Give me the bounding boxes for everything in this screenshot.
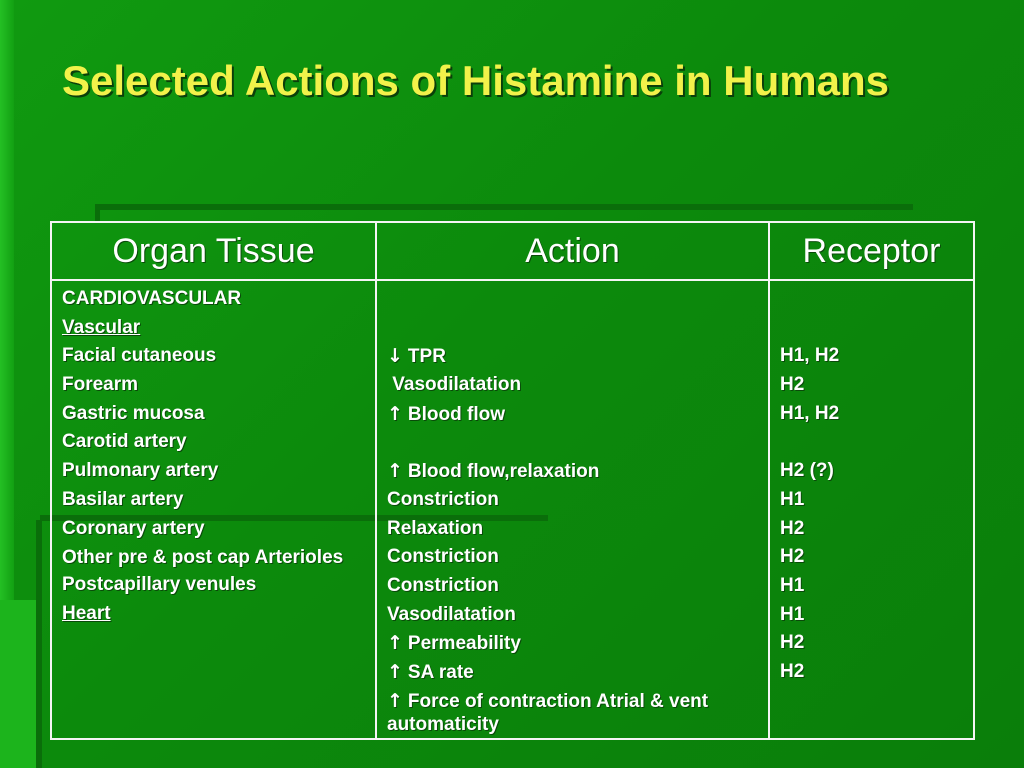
decorative-bar-vertical bbox=[95, 204, 100, 222]
receptor-item: H2 bbox=[780, 374, 805, 396]
organ-item: Forearm bbox=[62, 374, 139, 396]
organ-subcategory-vascular: Vascular bbox=[62, 316, 141, 338]
action-item: ↓TPR bbox=[387, 345, 446, 368]
arrow-down-icon: ↓ bbox=[387, 345, 403, 368]
arrow-up-icon: ↑ bbox=[387, 660, 403, 683]
action-item: Constriction bbox=[387, 488, 499, 510]
histamine-actions-table: Organ Tissue Action Receptor CARDIOVASCU… bbox=[50, 221, 975, 740]
organ-item: Pulmonary artery bbox=[62, 460, 219, 482]
corner-decoration bbox=[0, 600, 40, 768]
action-item: Vasodilatation bbox=[392, 374, 522, 396]
receptor-blank bbox=[780, 314, 963, 343]
action-blank bbox=[387, 428, 758, 457]
action-item: Relaxation bbox=[387, 517, 484, 539]
organ-item: Basilar artery bbox=[62, 488, 184, 510]
action-item: ↑Blood flow,relaxation bbox=[387, 460, 600, 483]
action-item: ↑Blood flow bbox=[387, 402, 506, 425]
organ-item: Postcapillary venules bbox=[62, 574, 257, 596]
organ-item: Coronary artery bbox=[62, 517, 205, 539]
receptor-item: H2 bbox=[780, 660, 805, 682]
table-row: CARDIOVASCULAR Vascular Facial cutaneous… bbox=[50, 279, 975, 740]
organ-subcategory-heart: Heart bbox=[62, 602, 111, 624]
receptor-item: H1, H2 bbox=[780, 402, 840, 424]
action-item: ↑SA rate bbox=[387, 660, 474, 683]
receptor-cell: H1, H2 H2 H1, H2 H2 (?) H1 H2 H2 H1 H1 H… bbox=[768, 279, 975, 740]
decorative-bar-top bbox=[95, 204, 913, 210]
organ-item: Carotid artery bbox=[62, 431, 187, 453]
receptor-blank bbox=[780, 428, 963, 457]
organ-item: Other pre & post cap Arterioles bbox=[62, 547, 344, 569]
receptor-item: H2 bbox=[780, 517, 805, 539]
action-item: ↑Force of contraction Atrial & vent auto… bbox=[387, 689, 709, 735]
header-action: Action bbox=[375, 221, 770, 281]
left-edge-decoration bbox=[0, 0, 14, 768]
action-item: Vasodilatation bbox=[387, 603, 516, 625]
table-header-row: Organ Tissue Action Receptor bbox=[50, 221, 975, 281]
action-cell: ↓TPR Vasodilatation ↑Blood flow ↑Blood f… bbox=[375, 279, 770, 740]
receptor-item: H2 bbox=[780, 632, 805, 654]
receptor-item: H1 bbox=[780, 603, 805, 625]
receptor-item: H1 bbox=[780, 574, 805, 596]
header-organ-tissue: Organ Tissue bbox=[50, 221, 377, 281]
receptor-item: H2 (?) bbox=[780, 460, 834, 482]
receptor-item: H1 bbox=[780, 488, 805, 510]
action-item: Constriction bbox=[387, 546, 499, 568]
organ-item: Gastric mucosa bbox=[62, 402, 205, 424]
decorative-bar-left bbox=[36, 520, 42, 768]
action-blank bbox=[387, 314, 758, 343]
receptor-blank bbox=[780, 285, 963, 314]
receptor-item: H1, H2 bbox=[780, 345, 840, 367]
arrow-up-icon: ↑ bbox=[387, 402, 403, 425]
arrow-up-icon: ↑ bbox=[387, 632, 403, 655]
organ-category: CARDIOVASCULAR bbox=[62, 288, 242, 309]
action-blank bbox=[387, 285, 758, 314]
action-item: Constriction bbox=[387, 574, 499, 596]
slide-title: Selected Actions of Histamine in Humans bbox=[62, 57, 889, 104]
organ-item: Facial cutaneous bbox=[62, 345, 217, 367]
arrow-up-icon: ↑ bbox=[387, 460, 403, 483]
organ-tissue-cell: CARDIOVASCULAR Vascular Facial cutaneous… bbox=[50, 279, 377, 740]
header-receptor: Receptor bbox=[768, 221, 975, 281]
arrow-up-icon: ↑ bbox=[387, 689, 403, 712]
receptor-item: H2 bbox=[780, 546, 805, 568]
action-item: ↑Permeability bbox=[387, 632, 521, 655]
